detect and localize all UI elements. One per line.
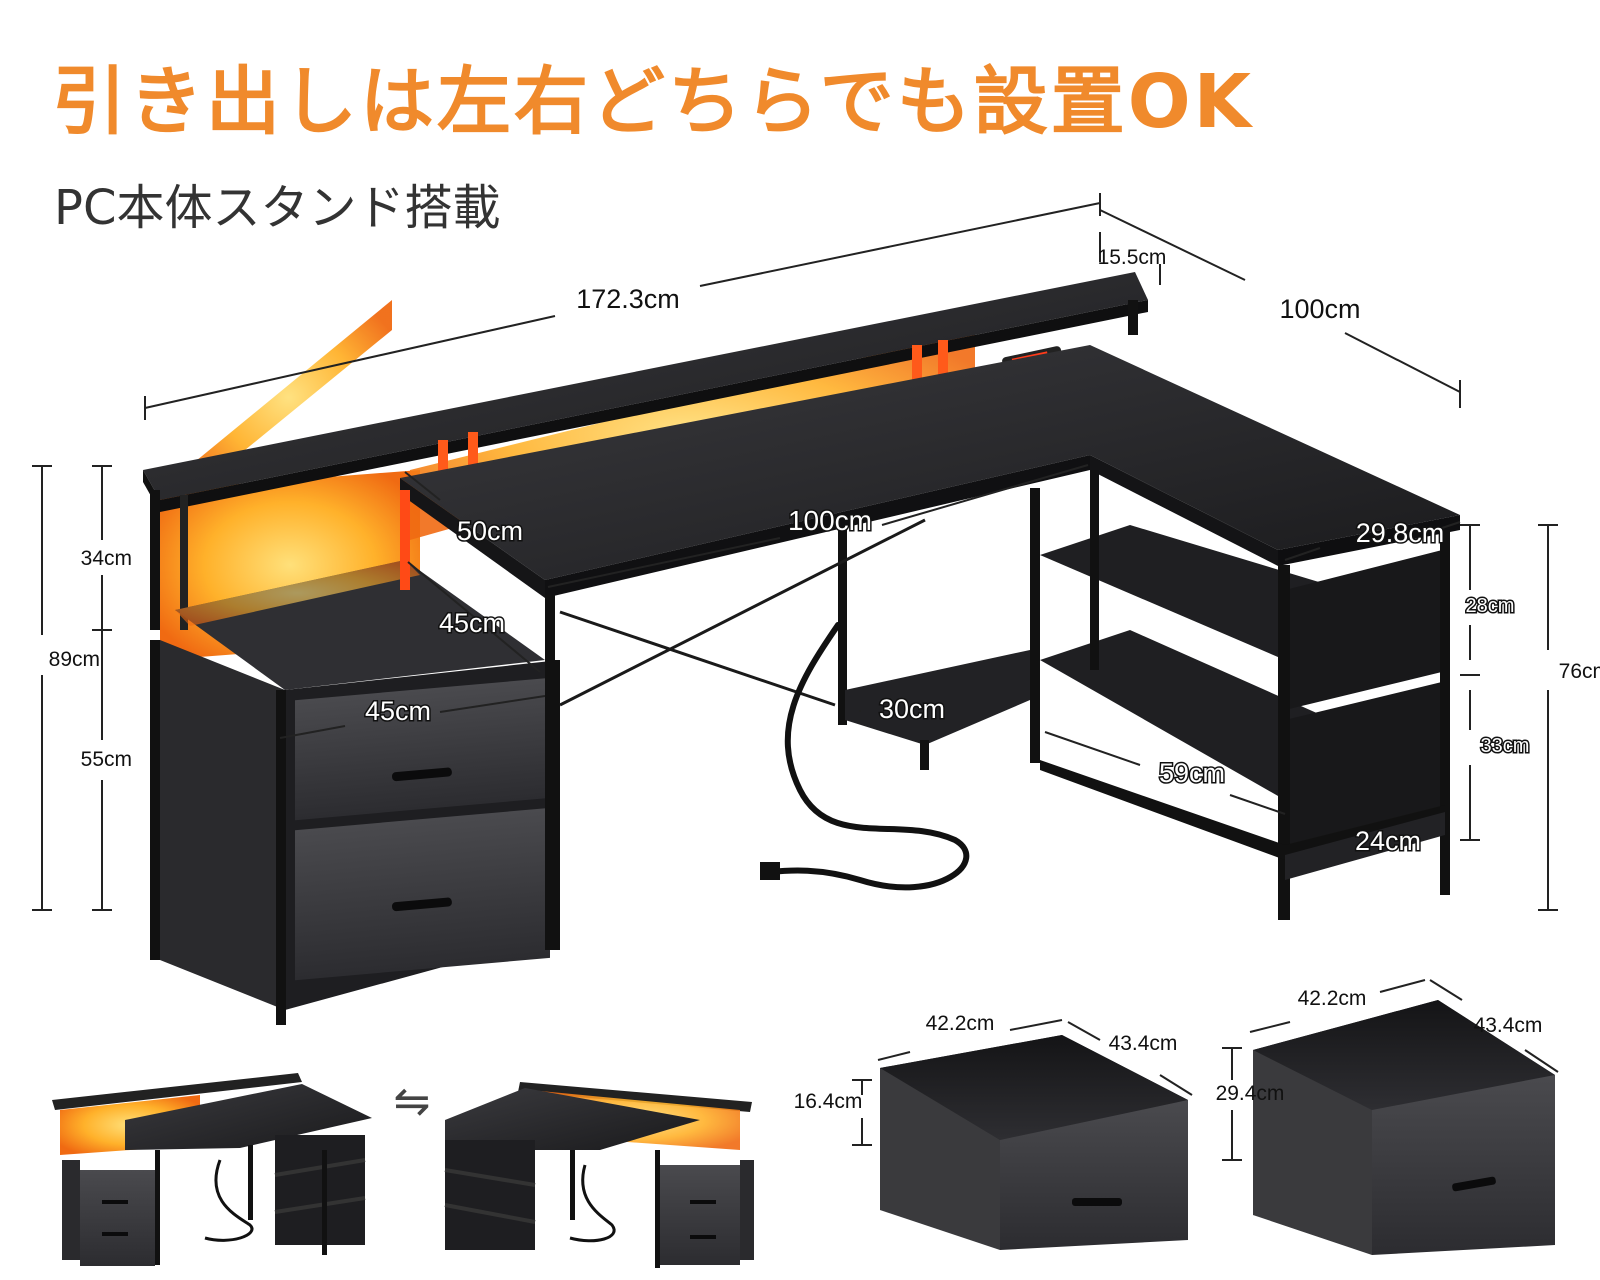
dim-side-height: 76cm: [1559, 660, 1600, 683]
dim-side-shelf-depth: 29.8cm: [1356, 518, 1445, 548]
dim-shelf-gap-upper: 28cm: [1466, 595, 1515, 617]
main-desk: [143, 272, 1460, 1025]
dim-bottom-shelf-depth: 24cm: [1355, 826, 1421, 856]
headline: 引き出しは左右どちらでも設置OK: [52, 59, 1255, 145]
drawer-small-width: 42.2cm: [926, 1012, 995, 1035]
drawer-box-large: [1253, 1000, 1555, 1255]
drawer-large-width: 42.2cm: [1298, 987, 1367, 1010]
subheadline: PC本体スタンド搭載: [54, 180, 501, 236]
dim-stand-shelf-depth: 50cm: [457, 516, 523, 546]
desk-layout-right-cabinet: [444, 1082, 754, 1268]
drawer-large-height: 29.4cm: [1216, 1082, 1285, 1105]
dim-upper-height: 34cm: [81, 547, 132, 570]
dim-side-length: 100cm: [1279, 294, 1360, 324]
drawer-box-small: [880, 1035, 1188, 1250]
dim-lower-height: 55cm: [81, 748, 132, 771]
dim-total-width: 172.3cm: [576, 284, 680, 314]
dim-shelf-gap-lower: 33cm: [1481, 735, 1530, 757]
dimension-lines: [32, 193, 1558, 911]
dim-small-shelf-depth: 30cm: [879, 694, 945, 724]
swap-arrows-icon: ⇋: [394, 1076, 431, 1127]
dim-main-top-width: 100cm: [788, 505, 872, 536]
drawer-large-depth: 43.4cm: [1474, 1014, 1543, 1037]
desk-layout-left-cabinet: [52, 1073, 372, 1266]
dim-riser-depth: 15.5cm: [1098, 246, 1167, 269]
dim-stand-inner-depth: 45cm: [439, 608, 505, 638]
dim-cabinet-width: 45cm: [365, 696, 431, 726]
dim-height-total: 89cm: [49, 648, 100, 671]
dim-long-shelf-length: 59cm: [1159, 758, 1225, 788]
drawer-small-depth: 43.4cm: [1109, 1032, 1178, 1055]
drawer-small-height: 16.4cm: [794, 1090, 863, 1113]
